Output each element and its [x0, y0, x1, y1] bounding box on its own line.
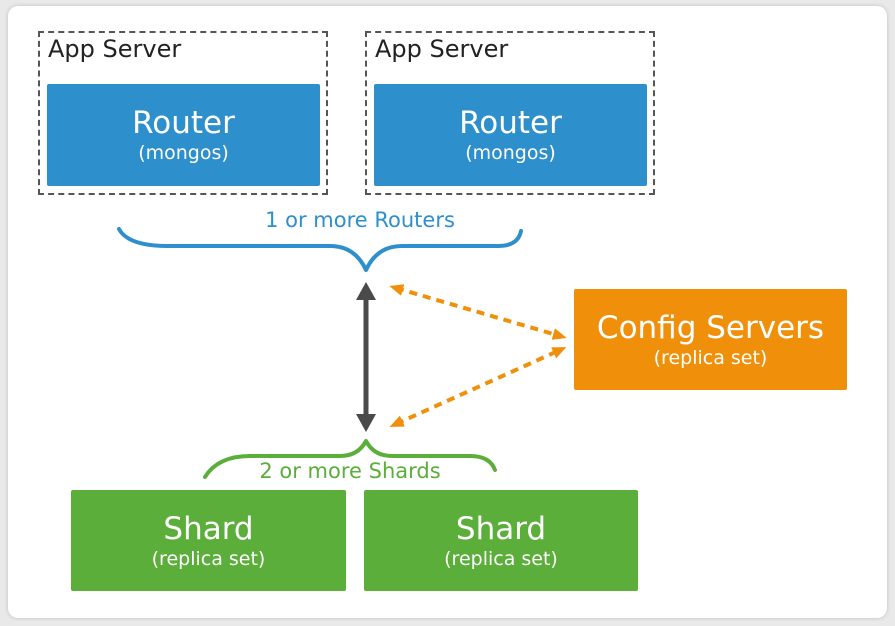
shard-title: Shard — [455, 510, 547, 547]
router-box-2: Router (mongos) — [374, 84, 647, 186]
app-server-2: App Server — [365, 31, 655, 195]
config-servers-box: Config Servers (replica set) — [574, 289, 847, 390]
shard-subtitle: (replica set) — [444, 547, 558, 570]
shards-brace — [203, 439, 497, 479]
config-servers-title: Config Servers — [596, 309, 825, 346]
app-server-label: App Server — [48, 35, 182, 63]
arrowhead-up — [356, 282, 376, 300]
router-box-1: Router (mongos) — [47, 84, 320, 186]
app-server-label: App Server — [375, 35, 509, 63]
shard-box-2: Shard (replica set) — [364, 490, 638, 591]
app-server-1: App Server — [38, 31, 328, 195]
router-title: Router — [459, 105, 562, 141]
config-router-arrow — [389, 284, 567, 340]
routers-caption: 1 or more Routers — [265, 208, 455, 232]
shard-subtitle: (replica set) — [151, 547, 266, 570]
routers-brace — [117, 227, 523, 272]
arrowhead-down — [356, 414, 376, 432]
router-subtitle: (mongos) — [465, 142, 556, 164]
shard-title: Shard — [163, 510, 254, 547]
config-servers-subtitle: (replica set) — [653, 346, 768, 369]
router-title: Router — [132, 105, 235, 141]
router-subtitle: (mongos) — [138, 142, 229, 164]
shard-box-1: Shard (replica set) — [71, 490, 346, 591]
config-shard-arrow — [389, 347, 567, 427]
shards-caption: 2 or more Shards — [259, 459, 441, 483]
